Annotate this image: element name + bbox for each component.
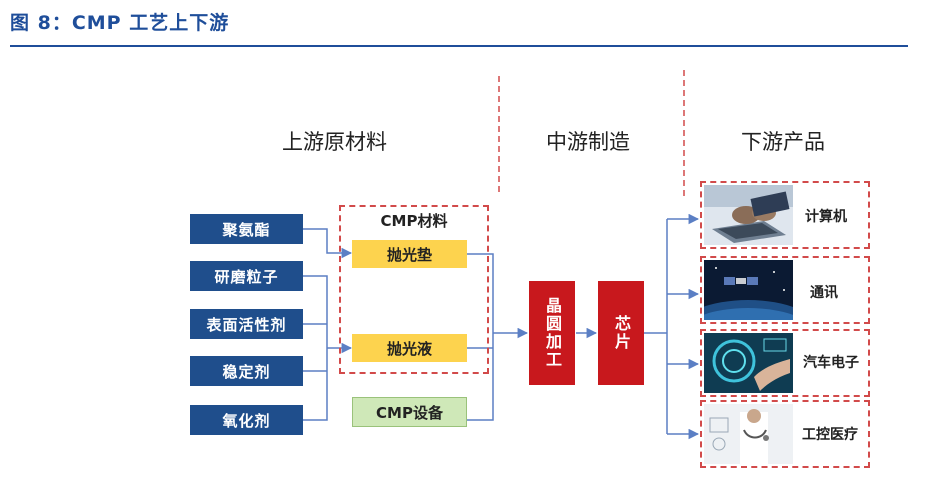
bracket-materials: [303, 275, 328, 421]
product-card-telecom: [700, 256, 870, 324]
raw-material-box: 研磨粒子: [190, 261, 303, 291]
chip-box: 芯片: [598, 281, 644, 385]
wafer-processing-box: 晶圆加工: [529, 281, 575, 385]
satellite-image: [704, 260, 793, 320]
polishing-pad-box: 抛光垫: [352, 240, 467, 268]
raw-material-box: 表面活性剂: [190, 309, 303, 339]
raw-material-box: 氧化剂: [190, 405, 303, 435]
medical-image: [704, 404, 793, 464]
raw-material-box: 聚氨酯: [190, 214, 303, 244]
title-rule: [10, 45, 908, 47]
product-card-automotive: [700, 329, 870, 397]
product-label-industrial-medical: 工控医疗: [802, 427, 858, 443]
product-card-computer: [700, 181, 870, 249]
polishing-slurry-box: 抛光液: [352, 334, 467, 362]
product-label-computer: 计算机: [805, 209, 847, 225]
cmp-materials-group: [339, 205, 489, 374]
product-card-industrial-medical: [700, 400, 870, 468]
auto-electronics-image: [704, 333, 793, 393]
downstream-heading: 下游产品: [741, 130, 825, 154]
midstream-heading: 中游制造: [546, 130, 630, 154]
product-label-telecom: 通讯: [810, 285, 838, 301]
cmp-materials-label: CMP材料: [380, 212, 448, 230]
product-label-automotive: 汽车电子: [803, 355, 859, 371]
upstream-heading: 上游原材料: [282, 130, 387, 154]
figure-title: 图 8：CMP 工艺上下游: [10, 12, 230, 34]
bracket-cmp: [467, 253, 494, 421]
raw-material-box: 稳定剂: [190, 356, 303, 386]
computer-image: [704, 185, 793, 245]
cmp-equipment-box: CMP设备: [352, 397, 467, 427]
